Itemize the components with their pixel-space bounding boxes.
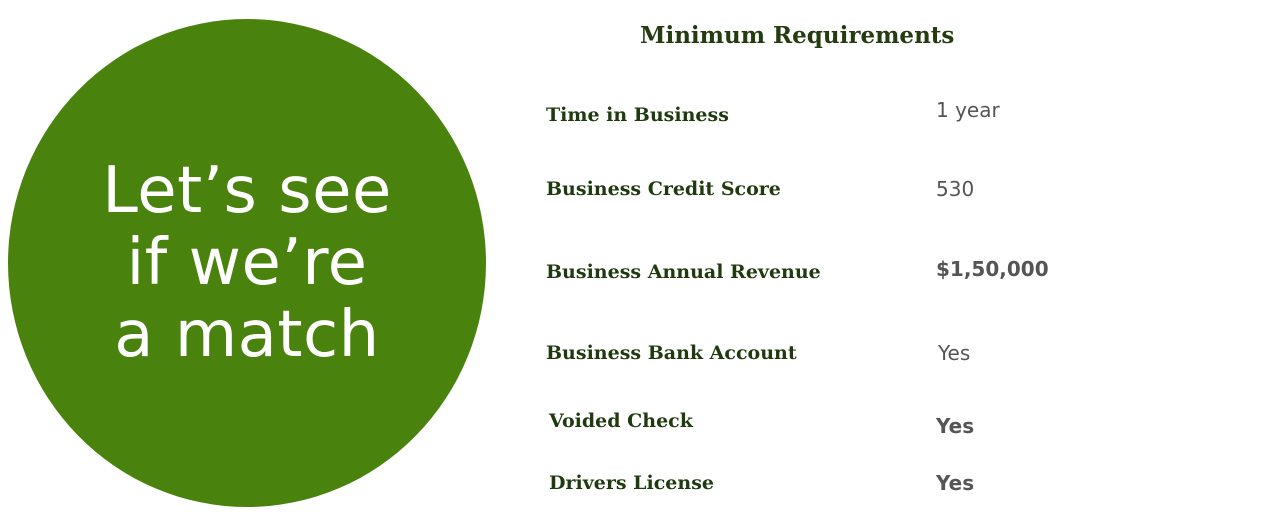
- label-business-annual-revenue: Business Annual Revenue: [546, 261, 821, 283]
- match-circle-text: Let’s see if we’re a match: [102, 155, 392, 371]
- value-drivers-license: Yes: [936, 471, 975, 495]
- label-voided-check: Voided Check: [549, 410, 693, 432]
- circle-line-1: Let’s see: [102, 154, 392, 228]
- label-business-bank-account: Business Bank Account: [546, 342, 797, 364]
- match-circle: Let’s see if we’re a match: [8, 19, 486, 507]
- requirements-title: Minimum Requirements: [640, 22, 955, 49]
- label-business-credit-score: Business Credit Score: [546, 178, 781, 200]
- value-time-in-business: 1 year: [936, 98, 1000, 122]
- circle-line-2: if we’re: [126, 226, 368, 300]
- circle-line-3: a match: [114, 298, 380, 372]
- value-voided-check: Yes: [936, 414, 975, 438]
- value-business-annual-revenue: $1,50,000: [936, 257, 1049, 281]
- label-drivers-license: Drivers License: [549, 472, 714, 494]
- label-time-in-business: Time in Business: [546, 104, 729, 126]
- value-business-bank-account: Yes: [938, 341, 971, 365]
- value-business-credit-score: 530: [936, 177, 975, 201]
